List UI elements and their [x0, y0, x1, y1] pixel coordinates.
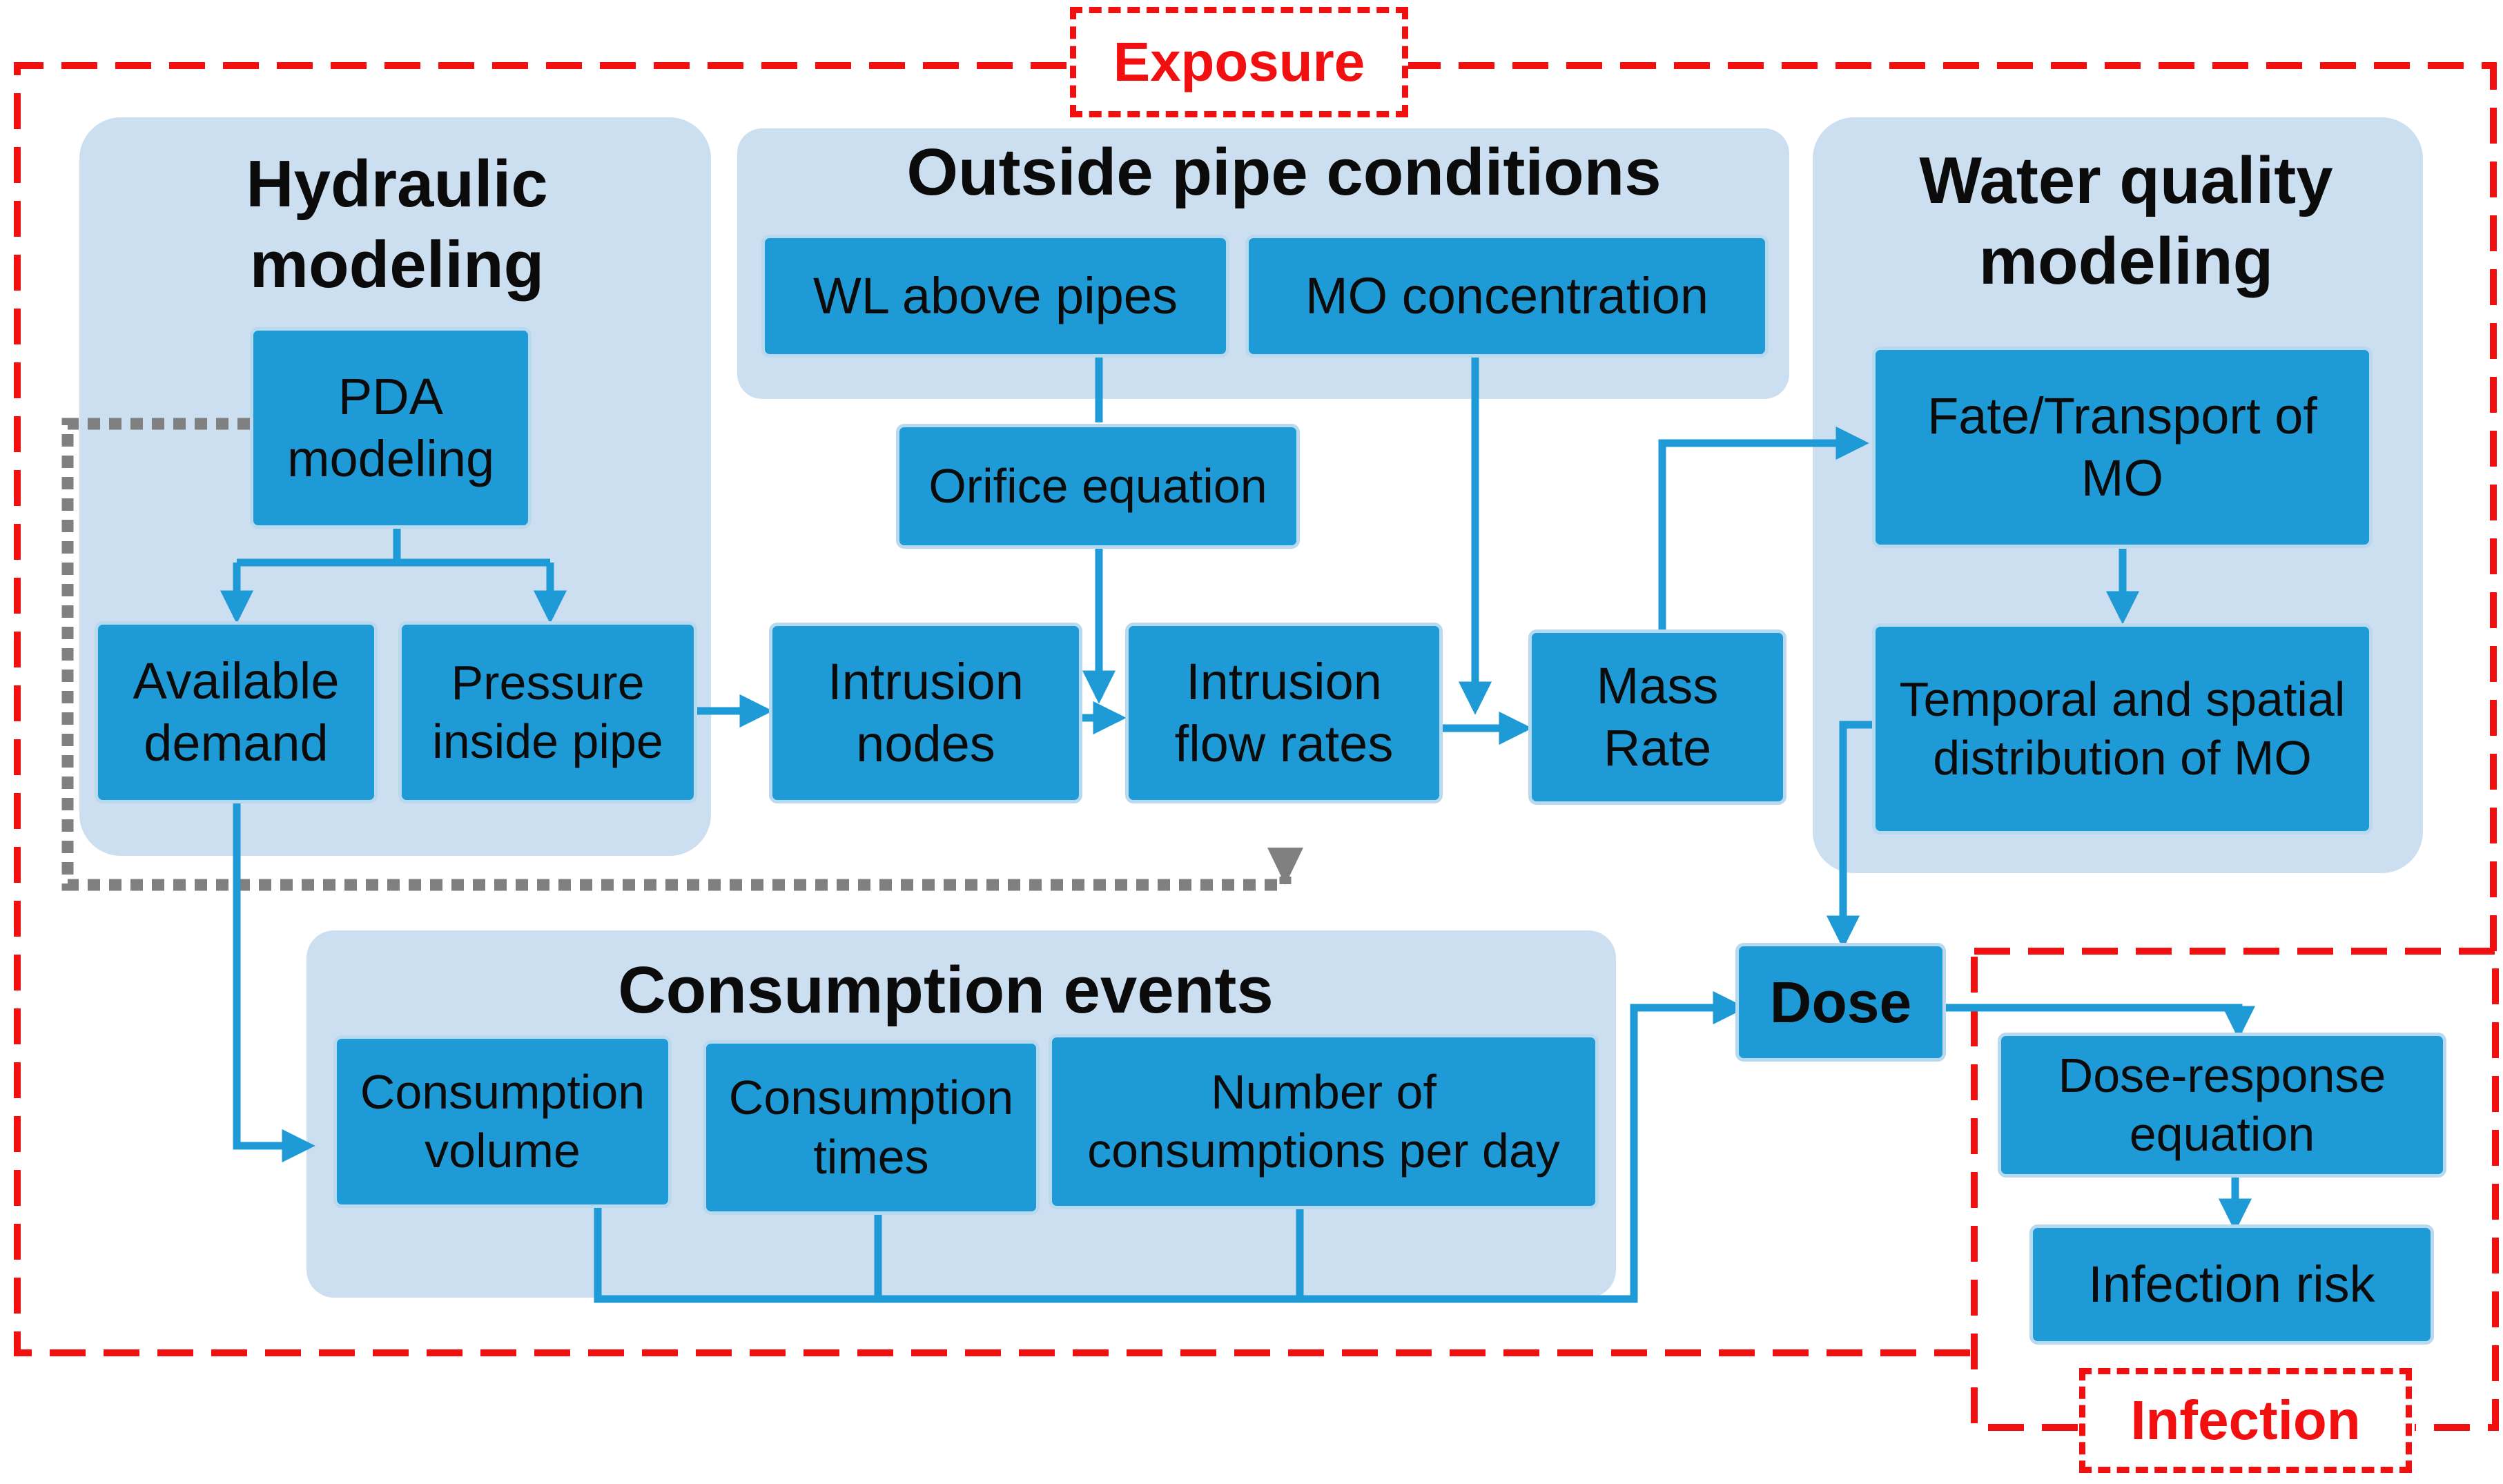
node-orifice-equation: Orifice equation: [896, 424, 1300, 549]
node-consumption-times: Consumption times: [703, 1040, 1040, 1215]
pda-feedback-arrowhead: [1267, 848, 1303, 885]
node-dose: Dose: [1735, 943, 1946, 1062]
link-consumption-bus: [594, 990, 1746, 1303]
node-mass-rate: Mass Rate: [1528, 629, 1786, 805]
node-temporal-spatial: Temporal and spatial distribution of MO: [1872, 623, 2373, 834]
link-temporal-dose: [1826, 721, 1878, 949]
infection-frame: [1971, 948, 2499, 1431]
node-consumptions-per-day: Number of consumptions per day: [1049, 1034, 1599, 1209]
infection-label: Infection: [2079, 1368, 2412, 1473]
node-available-demand: Available demand: [95, 621, 378, 803]
node-intrusion-nodes: Intrusion nodes: [769, 623, 1082, 803]
group-title-quality: Water quality modeling: [1919, 143, 2333, 298]
link-available-volume: [233, 801, 315, 1163]
node-mo-concentration: MO concentration: [1245, 235, 1769, 358]
link-pda-split: [237, 526, 550, 567]
node-dose-response-equation: Dose-response equation: [1998, 1033, 2446, 1178]
link-mass-fate: [1658, 426, 1869, 629]
exposure-frame-right: [1405, 62, 2497, 951]
node-consumption-volume: Consumption volume: [333, 1035, 672, 1208]
exposure-frame: [14, 62, 1974, 1356]
node-pda-modeling: PDA modeling: [250, 327, 532, 529]
group-title-consumption: Consumption events: [618, 953, 1274, 1028]
node-intrusion-flow-rates: Intrusion flow rates: [1125, 623, 1443, 803]
link-dose-response: [1943, 1004, 2256, 1039]
group-title-hydraulic: Hydraulic modeling: [246, 146, 548, 302]
group-title-outside: Outside pipe conditions: [906, 135, 1662, 210]
node-pressure-inside-pipe: Pressure inside pipe: [398, 621, 697, 803]
node-fate-transport: Fate/Transport of MO: [1872, 346, 2373, 548]
exposure-label: Exposure: [1070, 7, 1408, 117]
node-wl-above-pipes: WL above pipes: [761, 235, 1229, 358]
node-infection-risk: Infection risk: [2029, 1224, 2434, 1345]
